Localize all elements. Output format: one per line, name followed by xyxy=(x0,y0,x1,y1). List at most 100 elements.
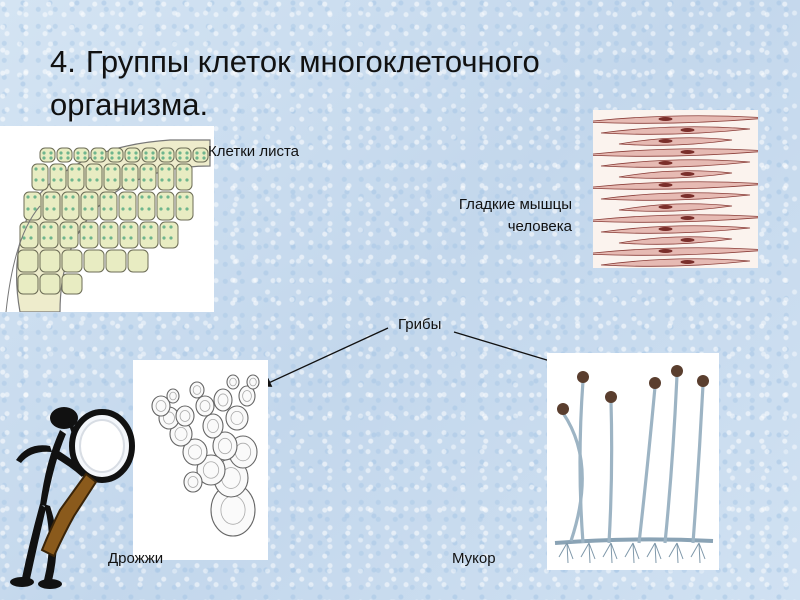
chloroplast xyxy=(49,225,53,229)
chloroplast xyxy=(106,178,110,182)
chloroplast xyxy=(140,195,144,199)
mucor-stalk xyxy=(663,374,679,544)
chloroplast xyxy=(49,156,53,160)
chloroplast xyxy=(202,156,206,160)
leaf-cell xyxy=(39,249,61,273)
mucor-image xyxy=(547,353,719,570)
chloroplast xyxy=(76,156,80,160)
leaf-cell xyxy=(17,273,39,295)
chloroplast xyxy=(66,151,70,155)
chloroplast xyxy=(162,236,166,240)
chloroplast xyxy=(83,156,87,160)
chloroplast xyxy=(160,178,164,182)
chloroplast xyxy=(41,178,45,182)
chloroplast xyxy=(42,225,46,229)
chloroplast xyxy=(195,156,199,160)
chloroplast xyxy=(88,167,92,171)
chloroplast xyxy=(90,195,94,199)
chloroplast xyxy=(202,151,206,155)
chloroplast xyxy=(29,236,33,240)
chloroplast xyxy=(149,225,153,229)
chloroplast xyxy=(161,156,165,160)
muscle-fiber xyxy=(600,126,751,135)
smooth-muscle-label-line1: Гладкие мышцы xyxy=(458,196,572,213)
chloroplast xyxy=(82,236,86,240)
muscle-nucleus xyxy=(658,249,673,253)
chloroplast xyxy=(168,151,172,155)
chloroplast xyxy=(167,167,171,171)
muscle-fiber xyxy=(593,247,758,256)
chloroplast xyxy=(166,195,170,199)
mucor-stalk xyxy=(637,386,657,544)
chloroplast xyxy=(109,195,113,199)
leaf-cell xyxy=(56,147,73,163)
leaf-cell xyxy=(124,147,141,163)
mucor-rhizoid xyxy=(690,542,706,564)
chloroplast xyxy=(102,207,106,211)
chloroplast xyxy=(49,151,53,155)
yeast-cell xyxy=(189,381,205,399)
chloroplast xyxy=(109,225,113,229)
yeast-cell xyxy=(182,438,208,466)
chloroplast xyxy=(185,207,189,211)
chloroplast xyxy=(33,195,37,199)
muscle-fiber xyxy=(618,203,733,212)
muscle-fiber xyxy=(618,236,733,245)
smooth-muscle-image xyxy=(593,110,758,268)
chloroplast xyxy=(122,236,126,240)
slide-title-text: Группы клеток многоклеточного организма. xyxy=(50,44,540,122)
chloroplast xyxy=(59,151,63,155)
chloroplast xyxy=(169,236,173,240)
chloroplast xyxy=(76,151,80,155)
chloroplast xyxy=(42,236,46,240)
muscle-fiber xyxy=(618,137,733,146)
leaf-cell xyxy=(79,221,99,249)
chloroplast xyxy=(52,207,56,211)
mucor-stalk xyxy=(691,384,705,544)
chloroplast xyxy=(129,236,133,240)
chloroplast xyxy=(149,167,153,171)
yeast-cell xyxy=(202,413,224,439)
chloroplast xyxy=(144,156,148,160)
chloroplast xyxy=(22,236,26,240)
leaf-cell xyxy=(31,163,49,191)
muscle-fiber xyxy=(593,214,758,223)
yeast-vacuole xyxy=(202,461,220,479)
chloroplast xyxy=(128,195,132,199)
yeast-cell xyxy=(151,395,171,417)
chloroplast xyxy=(128,207,132,211)
leaf-cell xyxy=(105,249,127,273)
chloroplast xyxy=(121,207,125,211)
yeast-vacuole xyxy=(242,390,252,402)
chloroplast xyxy=(52,195,56,199)
chloroplast xyxy=(70,178,74,182)
chloroplast xyxy=(124,178,128,182)
chloroplast xyxy=(113,178,117,182)
chloroplast xyxy=(185,151,189,155)
yeast-vacuole xyxy=(229,377,237,387)
yeast-cell xyxy=(213,388,233,412)
slide-title: 4.Группы клеток многоклеточного организм… xyxy=(50,40,670,126)
yeast-vacuole xyxy=(163,411,175,425)
chloroplast xyxy=(62,236,66,240)
yeast-cell xyxy=(246,374,260,390)
chloroplast xyxy=(95,167,99,171)
leaf-cell xyxy=(61,191,80,221)
yeast-cell xyxy=(195,395,215,417)
yeast-cell xyxy=(212,431,238,461)
chloroplast xyxy=(52,167,56,171)
chloroplast xyxy=(162,225,166,229)
leaf-cell xyxy=(49,163,67,191)
chloroplast xyxy=(117,151,121,155)
chloroplast xyxy=(147,207,151,211)
chloroplast xyxy=(178,151,182,155)
chloroplast xyxy=(64,207,68,211)
chloroplast xyxy=(142,167,146,171)
yeast-vacuole xyxy=(187,476,199,488)
mucor-sporangium xyxy=(697,375,709,387)
chloroplast xyxy=(29,225,33,229)
leaf-cell xyxy=(157,163,175,191)
leaf-cells-label: Клетки листа xyxy=(208,143,299,160)
chloroplast xyxy=(45,207,49,211)
leaf-cell xyxy=(39,221,59,249)
